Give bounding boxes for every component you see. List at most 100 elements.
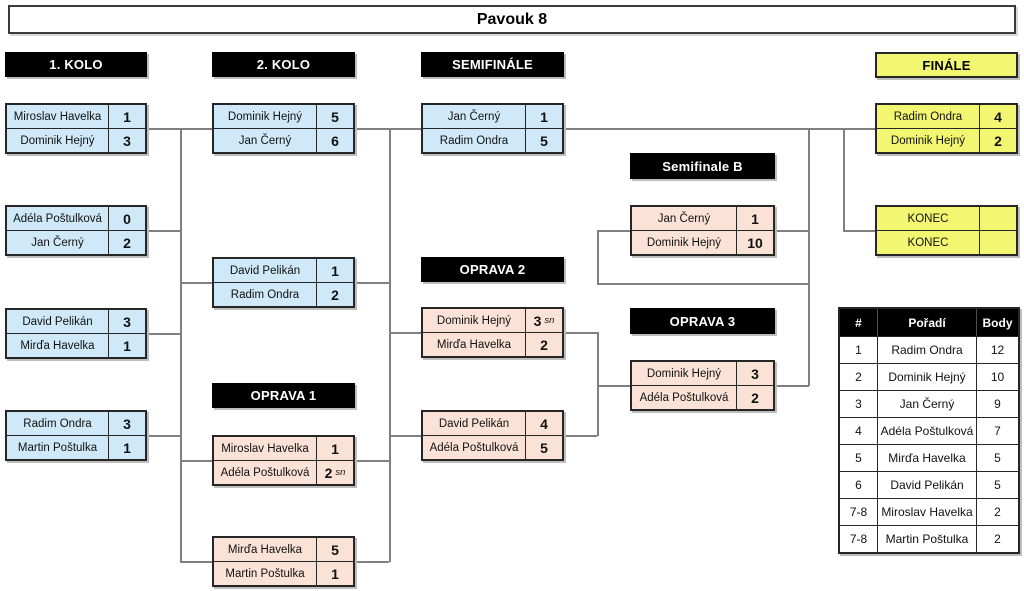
player-name: Adéla Poštulková <box>429 441 519 454</box>
match-oprava3: Dominik Hejný 3 Adéla Poštulková 2 <box>630 360 775 411</box>
standings-rank: 7-8 <box>849 505 868 519</box>
match-semifinal: Jan Černý 1 Radim Ondra 5 <box>421 103 564 154</box>
score-value: 5 <box>331 541 339 558</box>
player-name: Radim Ondra <box>23 417 92 430</box>
match-round1-4: Radim Ondra 3 Martin Poštulka 1 <box>5 410 147 461</box>
match-oprava2-2: David Pelikán 4 Adéla Poštulková 5 <box>421 410 564 461</box>
match-final: Radim Ondra 4 Dominik Hejný 2 <box>875 103 1018 154</box>
player-score: 1 <box>525 105 562 128</box>
score-value: 10 <box>747 234 763 251</box>
player-score: 2 <box>979 129 1016 152</box>
score-value: 6 <box>331 132 339 149</box>
match-player-row: Martin Poštulka 1 <box>214 561 353 585</box>
connector-line <box>355 282 389 284</box>
score-value: 2 <box>123 234 131 251</box>
player-score: 6 <box>316 129 353 152</box>
player-name: Miroslav Havelka <box>221 442 309 455</box>
match-player-row: Radim Ondra 2 <box>214 282 353 306</box>
score-value: 2 <box>331 286 339 303</box>
score-value: 1 <box>331 440 339 457</box>
connector-line <box>775 230 809 232</box>
standings-header-points: Body <box>976 309 1018 336</box>
connector-line <box>775 385 809 387</box>
page-title-text: Pavouk 8 <box>476 10 548 28</box>
player-name: David Pelikán <box>229 264 301 277</box>
connector-line <box>355 561 389 563</box>
connector-line <box>147 333 180 335</box>
connector-line <box>389 435 422 437</box>
match-player-row: Dominik Hejný 5 <box>214 105 353 128</box>
match-oprava1-2: Mirďa Havelka 5 Martin Poštulka 1 <box>212 536 355 587</box>
match-player-row: Miroslav Havelka 1 <box>214 437 353 460</box>
score-note: sn <box>544 315 555 326</box>
standings-rank: 2 <box>855 370 862 384</box>
player-score: 5 <box>316 538 353 561</box>
table-row: 5 Mirďa Havelka 5 <box>840 444 1018 471</box>
table-row: 3 Jan Černý 9 <box>840 390 1018 417</box>
standings-points: 9 <box>976 391 1018 417</box>
match-player-row: Mirďa Havelka 5 <box>214 538 353 561</box>
standings-name: Mirďa Havelka <box>877 445 976 471</box>
connector-line <box>597 283 809 285</box>
match-player-row: Jan Černý 1 <box>423 105 562 128</box>
connector-line <box>355 460 389 462</box>
match-round2-1: Dominik Hejný 5 Jan Černý 6 <box>212 103 355 154</box>
match-player-row: David Pelikán 3 <box>7 310 145 333</box>
connector-line <box>597 230 630 232</box>
player-name: Mirďa Havelka <box>20 339 95 352</box>
match-player-row: Jan Černý 1 <box>632 207 773 230</box>
table-row: 2 Dominik Hejný 10 <box>840 363 1018 390</box>
score-value: 1 <box>123 108 131 125</box>
player-name: Adéla Poštulková <box>13 212 102 225</box>
oprava3-header: OPRAVA 3 <box>630 308 775 334</box>
player-score: 1 <box>736 207 773 230</box>
match-player-row: Dominik Hejný 3 <box>632 362 773 385</box>
standings-header-rank: # <box>855 315 862 330</box>
table-row: 7-8 Martin Poštulka 2 <box>840 525 1018 552</box>
player-score: 3 <box>108 310 145 333</box>
match-player-row: Dominik Hejný 2 <box>877 128 1016 152</box>
player-score: 3 <box>108 412 145 435</box>
match-round1-1: Miroslav Havelka 1 Dominik Hejný 3 <box>5 103 147 154</box>
score-value: 2 <box>751 389 759 406</box>
score-value: 1 <box>331 262 339 279</box>
score-value: 3 <box>123 415 131 432</box>
match-player-row: Radim Ondra 4 <box>877 105 1016 128</box>
match-player-row: Miroslav Havelka 1 <box>7 105 145 128</box>
oprava2-header: OPRAVA 2 <box>421 257 564 282</box>
oprava3-header-label: OPRAVA 3 <box>669 313 736 329</box>
round1-header: 1. KOLO <box>5 52 147 77</box>
match-player-row: Adéla Poštulková 5 <box>423 435 562 459</box>
score-value: 1 <box>123 439 131 456</box>
player-score: 2 <box>316 283 353 306</box>
match-player-row: David Pelikán 4 <box>423 412 562 435</box>
connector-line <box>180 561 212 563</box>
connector-line <box>389 332 422 334</box>
standings-rank: 3 <box>855 397 862 411</box>
player-score: 5 <box>316 105 353 128</box>
player-name: David Pelikán <box>438 417 510 430</box>
score-value: 2 <box>324 464 333 481</box>
match-player-row: KONEC <box>877 207 1016 230</box>
standings-points: 7 <box>976 418 1018 444</box>
score-value: 3 <box>751 365 759 382</box>
match-player-row: Adéla Poštulková 2 <box>632 385 773 409</box>
score-value: 2 <box>540 336 548 353</box>
standings-header-row: # Pořadí Body <box>840 309 1018 336</box>
player-name: Dominik Hejný <box>646 236 722 249</box>
final-header: FINÁLE <box>875 52 1018 78</box>
player-name: Dominik Hejný <box>890 134 966 147</box>
round1-header-label: 1. KOLO <box>49 57 103 72</box>
player-name: Jan Černý <box>447 110 501 123</box>
player-score: 3 <box>108 129 145 152</box>
connector-line <box>597 385 630 387</box>
standings-points: 12 <box>976 337 1018 363</box>
semifinal-b-header-label: Semifinale B <box>662 158 743 174</box>
round2-header-label: 2. KOLO <box>256 57 311 72</box>
standings-name: Radim Ondra <box>877 337 976 363</box>
